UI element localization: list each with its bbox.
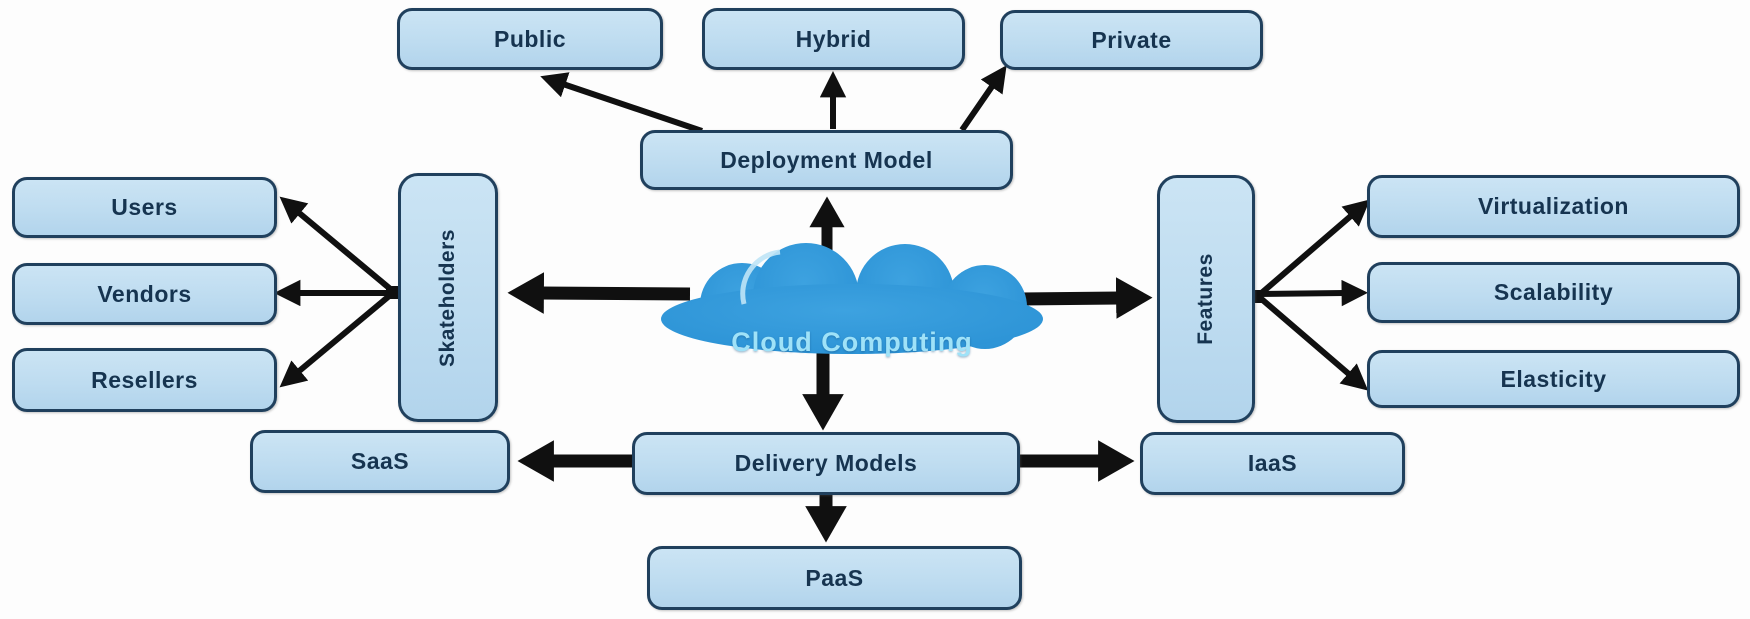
node-iaas: IaaS [1140,432,1405,495]
node-resellers: Resellers [12,348,277,412]
arrow-skateholders-to-resellers [279,289,396,388]
hybrid-label: Hybrid [795,25,872,52]
node-skateholders: Skateholders [398,173,498,422]
node-users: Users [12,177,277,238]
node-public: Public [397,8,663,70]
features-label: Features [1193,253,1217,345]
iaas-label: IaaS [1247,450,1298,476]
arrow-deployment-to-public [540,72,703,134]
node-features: Features [1157,175,1255,423]
saas-label: SaaS [350,448,410,474]
node-vendors: Vendors [12,263,277,325]
arrow-features-to-elasticity [1256,293,1369,391]
vendors-label: Vendors [97,280,192,307]
node-paas: PaaS [647,546,1022,610]
arrow-features-to-virtualization [1256,199,1371,299]
cloud-shape [661,243,1043,354]
arrow-cloud-to-features [1019,277,1153,319]
paas-label: PaaS [805,564,864,591]
arrow-features-to-scalability [1257,279,1368,307]
scalability-label: Scalability [1493,279,1614,305]
delivery-models-label: Delivery Models [734,450,918,476]
node-private: Private [1000,10,1263,70]
node-elasticity: Elasticity [1367,350,1740,408]
arrow-deployment-to-private [959,65,1007,132]
node-scalability: Scalability [1367,262,1740,323]
arrow-cloud-to-skateholders [507,272,691,314]
node-saas: SaaS [250,430,510,493]
skateholders-label: Skateholders [436,228,460,367]
deployment-model-label: Deployment Model [720,146,933,173]
node-virtualization: Virtualization [1367,175,1740,238]
node-deployment-model: Deployment Model [640,130,1013,190]
virtualization-label: Virtualization [1478,193,1629,219]
resellers-label: Resellers [91,366,198,393]
elasticity-label: Elasticity [1500,365,1607,392]
arrow-skateholders-to-users [279,196,396,295]
node-delivery-models: Delivery Models [632,432,1020,495]
cloud-computing-label: Cloud Computing [731,326,973,357]
users-label: Users [111,194,178,220]
node-hybrid: Hybrid [702,8,965,70]
public-label: Public [493,25,566,52]
private-label: Private [1091,26,1172,53]
node-cloud-computing: Cloud Computing [662,322,1042,362]
